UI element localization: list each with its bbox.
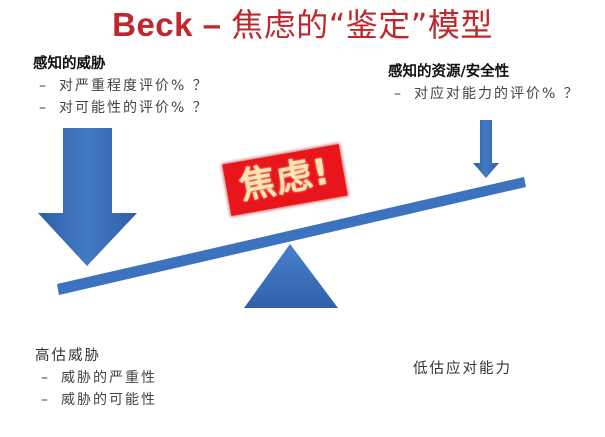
down-arrow-large-icon — [38, 128, 137, 266]
perceived-threat-heading: 感知的威胁 — [33, 56, 106, 72]
perceived-resources-bullet: –对应对能力的评价% ？ — [388, 83, 580, 105]
bullet-text: 对应对能力的评价% ？ — [414, 86, 580, 102]
overestimate-threat-bullet: –威胁的严重性 — [35, 367, 157, 389]
bullet-dash: – — [394, 86, 403, 102]
title-latin: Beck – — [112, 6, 232, 43]
bullet-text: 威胁的可能性 — [61, 392, 157, 408]
seesaw-beam-icon — [57, 177, 526, 295]
bullet-text: 对严重程度评价% ？ — [59, 78, 209, 94]
bullet-dash: – — [39, 100, 48, 116]
bullet-dash: – — [39, 78, 48, 94]
perceived-threat-bullet: –对可能性的评价% ？ — [33, 97, 209, 119]
perceived-threat-bullet: –对严重程度评价% ？ — [33, 75, 209, 97]
perceived-resources-block: 感知的资源/安全性 –对应对能力的评价% ？ — [388, 61, 580, 105]
overestimate-threat-heading: 高估威胁 — [35, 348, 101, 364]
anxiety-label-text: 焦虑! — [236, 151, 334, 208]
title-chinese: 焦虑的“鉴定”模型 — [231, 6, 493, 44]
page-title: Beck – 焦虑的“鉴定”模型 — [0, 4, 605, 46]
bullet-dash: – — [41, 370, 50, 386]
bullet-text: 对可能性的评价% ？ — [59, 100, 209, 116]
triangle-fulcrum-icon — [244, 244, 338, 308]
overestimate-threat-block: 高估威胁 –威胁的严重性 –威胁的可能性 — [35, 345, 157, 411]
down-arrow-small-icon — [473, 120, 499, 178]
underestimate-coping-heading: 低估应对能力 — [413, 361, 512, 377]
perceived-resources-heading: 感知的资源/安全性 — [388, 64, 510, 80]
bullet-dash: – — [41, 392, 50, 408]
perceived-threat-block: 感知的威胁 –对严重程度评价% ？ –对可能性的评价% ？ — [33, 53, 209, 119]
bullet-text: 威胁的严重性 — [61, 370, 157, 386]
overestimate-threat-bullet: –威胁的可能性 — [35, 389, 157, 411]
underestimate-coping-block: 低估应对能力 — [413, 358, 512, 380]
